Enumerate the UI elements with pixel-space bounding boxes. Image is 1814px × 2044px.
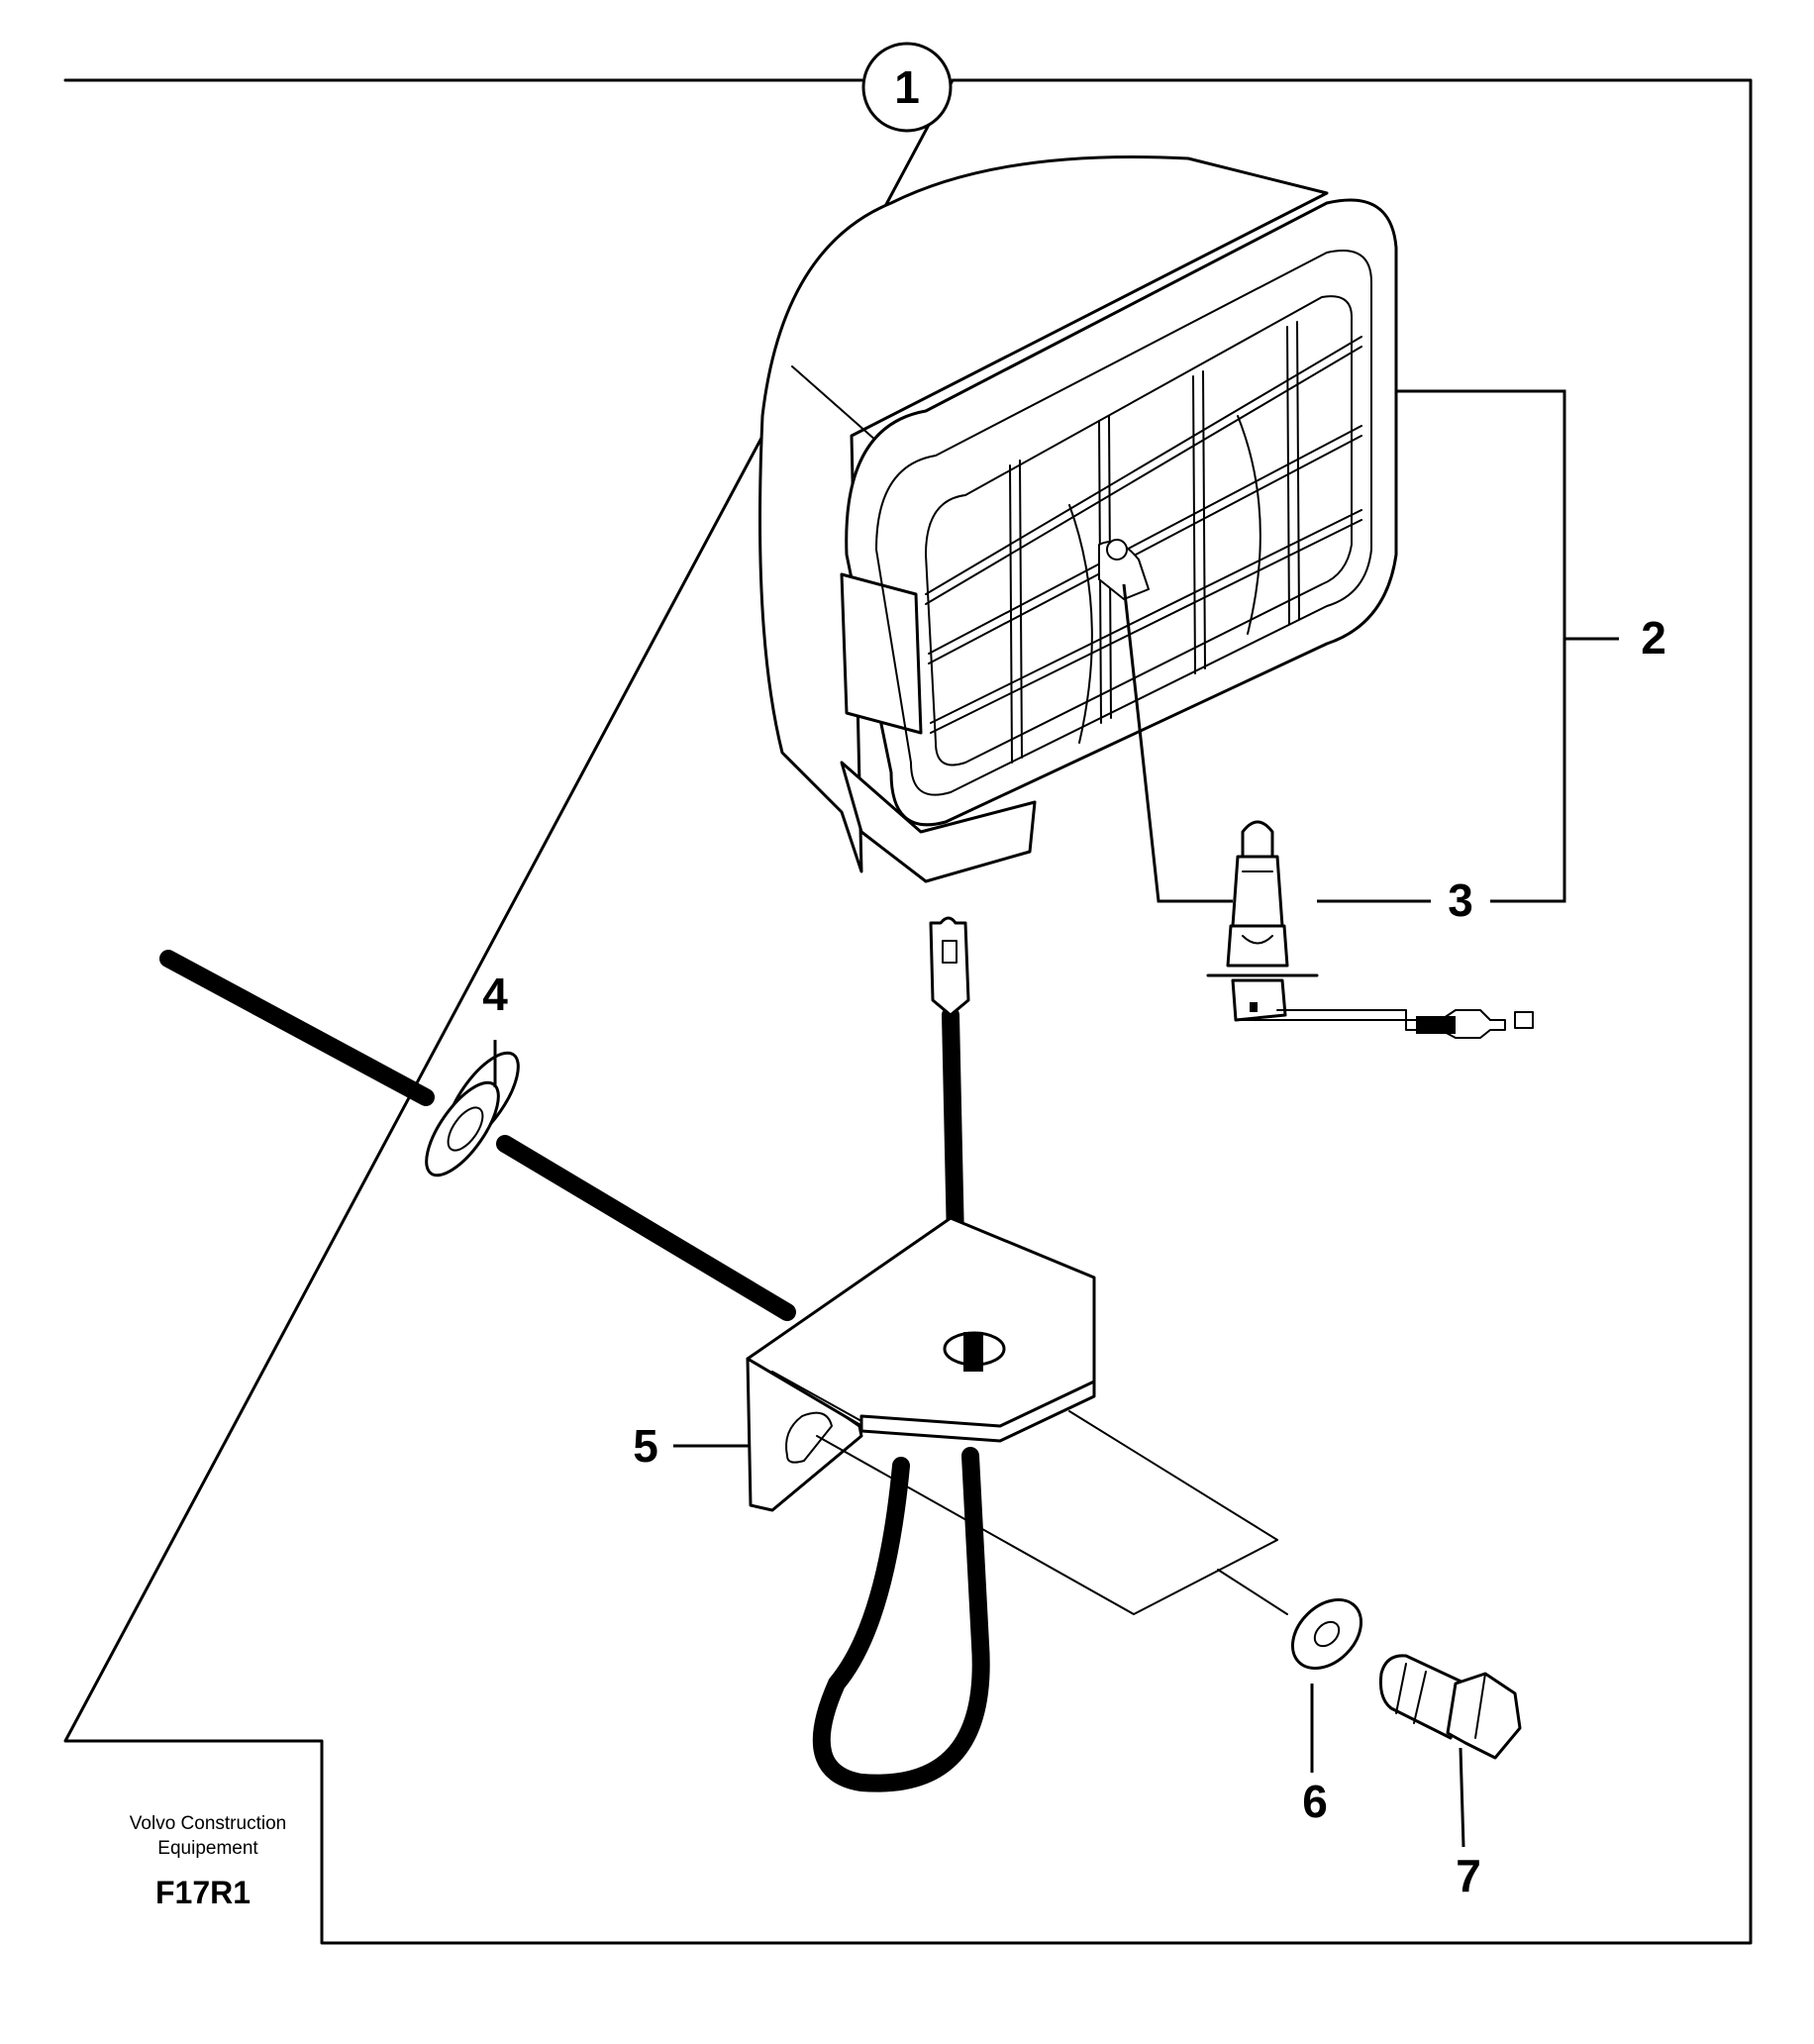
assembly-callout-label: 1 [894,61,920,113]
callout-label-7: 7 [1456,1850,1481,1901]
callout-label-2: 2 [1641,612,1666,664]
credit-line-2: Equipement [157,1838,258,1859]
callout-label-4: 4 [482,969,508,1020]
lamp-housing [758,154,1398,883]
grommet [425,1051,520,1177]
assembly-callout: 1 [861,42,953,133]
bulb [1206,820,1534,1039]
diagram-frame [63,78,1753,1945]
wiring [159,916,990,1792]
callout-label-3: 3 [1448,874,1473,926]
washer [1290,1597,1363,1671]
bracket [746,1216,1096,1512]
credit-line-1: Volvo Construction [130,1813,286,1834]
callout-label-5: 5 [633,1420,658,1472]
callout-label-6: 6 [1302,1776,1328,1827]
screw [1379,1654,1522,1760]
figure-code: F17R1 [155,1875,251,1910]
